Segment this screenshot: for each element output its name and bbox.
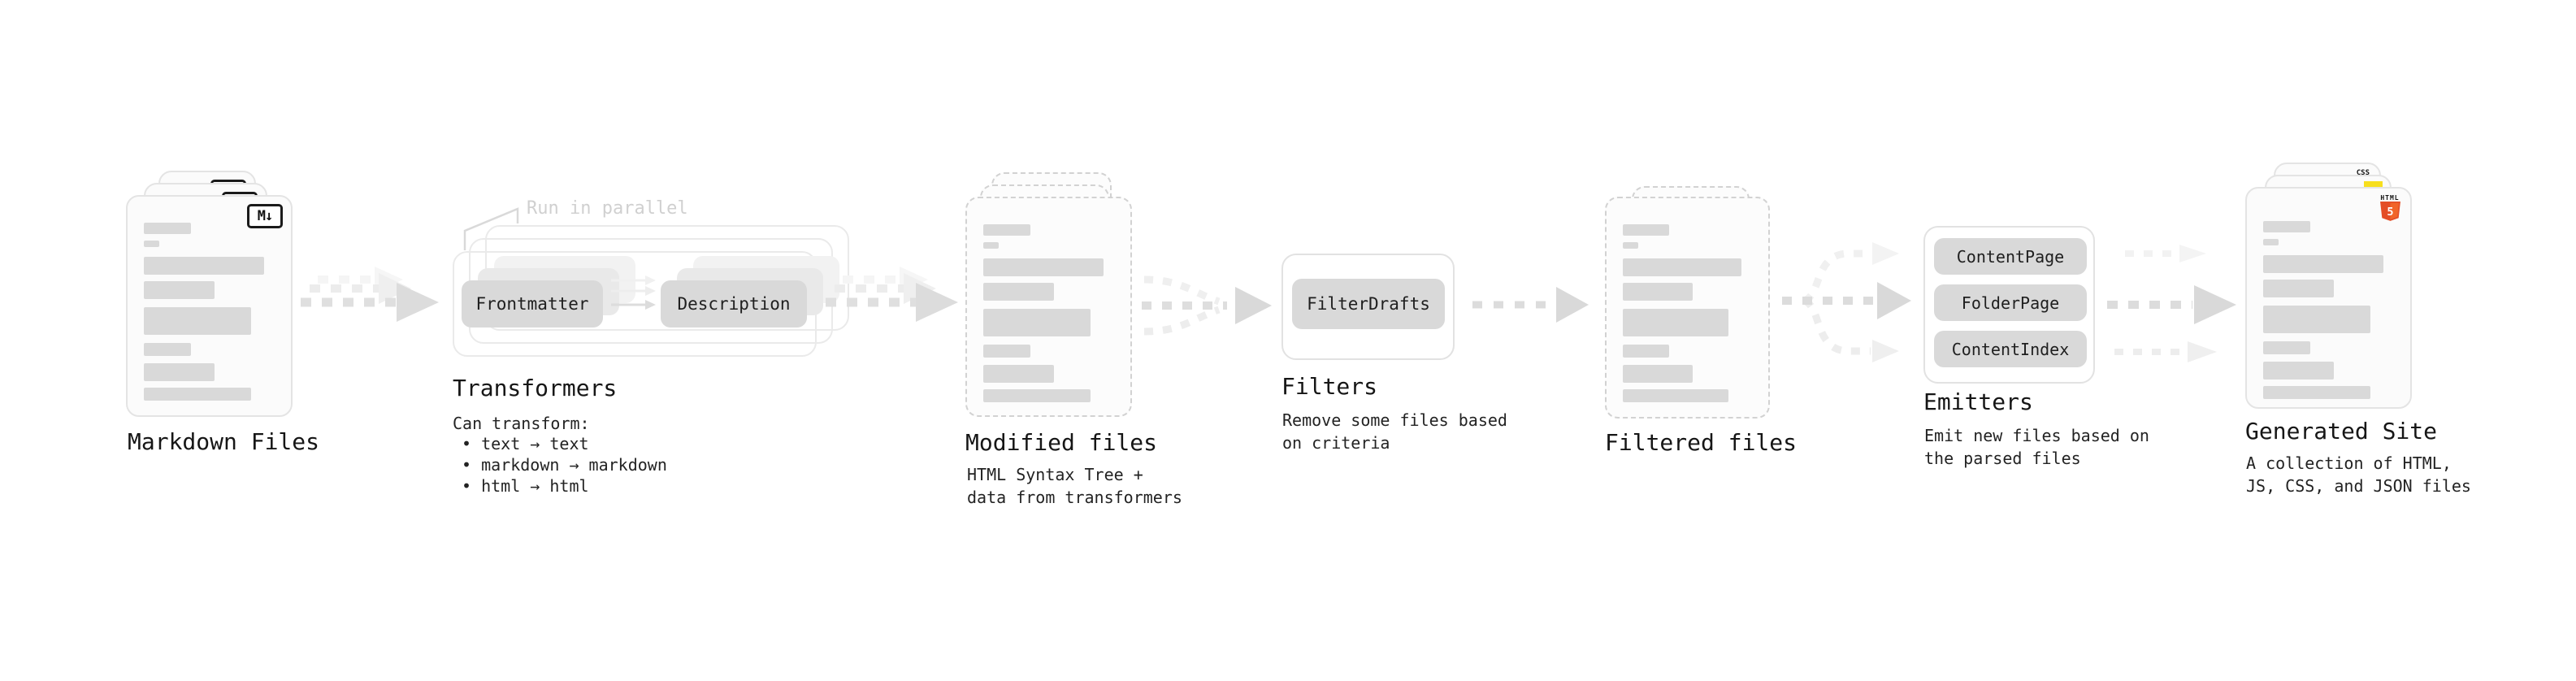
subtitle-line: data from transformers — [967, 488, 1182, 507]
placeholder-bar — [144, 281, 215, 299]
transform-step-arrows — [611, 275, 656, 310]
placeholder-bar — [1623, 242, 1639, 249]
transformers-title: Transformers — [453, 375, 618, 401]
arrow-filtered-to-emitters — [1782, 242, 1911, 362]
callout-line — [463, 207, 519, 250]
transformer-description-chip: Description — [661, 280, 807, 327]
emitters-title: Emitters — [1923, 388, 2033, 415]
modified-files-title: Modified files — [965, 429, 1158, 456]
emitter-contentpage-chip: ContentPage — [1934, 238, 2087, 275]
placeholder-bar — [144, 388, 252, 401]
placeholder-bar — [983, 365, 1054, 383]
file-card — [965, 197, 1132, 417]
transformers-bullets: • text → text • markdown → markdown • ht… — [462, 433, 667, 497]
placeholder-bar — [144, 307, 252, 335]
placeholder-bar — [983, 224, 1030, 236]
placeholder-bar — [2263, 306, 2371, 333]
placeholder-bar — [2263, 362, 2334, 380]
placeholder-bar — [983, 242, 1000, 249]
filters-title: Filters — [1281, 373, 1378, 400]
emitter-contentindex-chip: ContentIndex — [1934, 331, 2087, 367]
bullet-item: • markdown → markdown — [462, 455, 667, 475]
html5-icon-number: 5 — [2387, 206, 2393, 219]
placeholder-bar — [144, 343, 191, 356]
file-card: M↓ — [126, 195, 293, 417]
subtitle-line: Remove some files based — [1282, 410, 1507, 430]
modified-files-subtitle: HTML Syntax Tree + data from transformer… — [967, 463, 1182, 509]
arrow-transformers-to-modified — [826, 267, 958, 322]
placeholder-bar — [1623, 258, 1742, 276]
placeholder-bar — [2263, 386, 2371, 399]
placeholder-bar — [144, 223, 191, 234]
placeholder-bar — [2263, 239, 2279, 245]
placeholder-bar — [983, 345, 1030, 358]
placeholder-bar — [1623, 309, 1729, 336]
file-card: HTML 5 — [2245, 187, 2412, 409]
subtitle-line: the parsed files — [1924, 449, 2081, 468]
generated-site-title: Generated Site — [2245, 418, 2438, 445]
placeholder-bar — [983, 389, 1091, 402]
subtitle-line: HTML Syntax Tree + — [967, 465, 1143, 484]
bullet-item: • html → html — [462, 476, 589, 496]
placeholder-bar — [2263, 255, 2384, 273]
run-in-parallel-label: Run in parallel — [527, 198, 688, 219]
transformers-description-heading: Can transform: — [453, 414, 590, 433]
filters-subtitle: Remove some files based on criteria — [1282, 409, 1507, 454]
placeholder-bar — [1623, 345, 1670, 358]
transformer-frontmatter-chip: Frontmatter — [462, 280, 603, 327]
file-card-bars — [2263, 221, 2394, 399]
placeholder-bar — [983, 258, 1104, 276]
placeholder-bar — [2263, 341, 2310, 354]
placeholder-bar — [983, 309, 1091, 336]
placeholder-bar — [2263, 280, 2334, 297]
markdown-icon: M↓ — [247, 204, 283, 228]
subtitle-line: JS, CSS, and JSON files — [2246, 476, 2471, 496]
generated-site-subtitle: A collection of HTML, JS, CSS, and JSON … — [2246, 452, 2471, 497]
file-card — [1605, 197, 1770, 419]
subtitle-line: on criteria — [1282, 433, 1390, 453]
html5-icon-label: HTML — [2380, 194, 2400, 202]
arrow-emitters-to-generated — [2107, 245, 2236, 362]
markdown-files-label: Markdown Files — [128, 428, 320, 455]
subtitle-line: Emit new files based on — [1924, 426, 2149, 445]
html5-icon: HTML 5 — [2378, 194, 2402, 225]
placeholder-bar — [983, 283, 1054, 301]
arrow-markdown-to-transformers — [301, 267, 439, 322]
placeholder-bar — [1623, 224, 1670, 236]
filter-drafts-chip: FilterDrafts — [1292, 279, 1445, 329]
placeholder-bar — [1623, 365, 1693, 383]
filtered-files-title: Filtered files — [1605, 429, 1798, 456]
arrow-modified-to-filters — [1142, 275, 1272, 336]
file-card-bars — [144, 223, 275, 401]
placeholder-bar — [144, 241, 160, 247]
arrow-filters-to-filtered — [1472, 287, 1589, 323]
placeholder-bar — [1623, 389, 1729, 402]
subtitle-line: A collection of HTML, — [2246, 453, 2452, 473]
bullet-item: • text → text — [462, 434, 589, 453]
file-card-bars — [983, 224, 1114, 402]
emitter-folderpage-chip: FolderPage — [1934, 284, 2087, 321]
placeholder-bar — [1623, 283, 1693, 301]
placeholder-bar — [2263, 221, 2310, 232]
emitters-subtitle: Emit new files based on the parsed files — [1924, 424, 2149, 470]
placeholder-bar — [144, 363, 215, 381]
placeholder-bar — [144, 257, 265, 275]
file-card-bars — [1623, 224, 1752, 402]
